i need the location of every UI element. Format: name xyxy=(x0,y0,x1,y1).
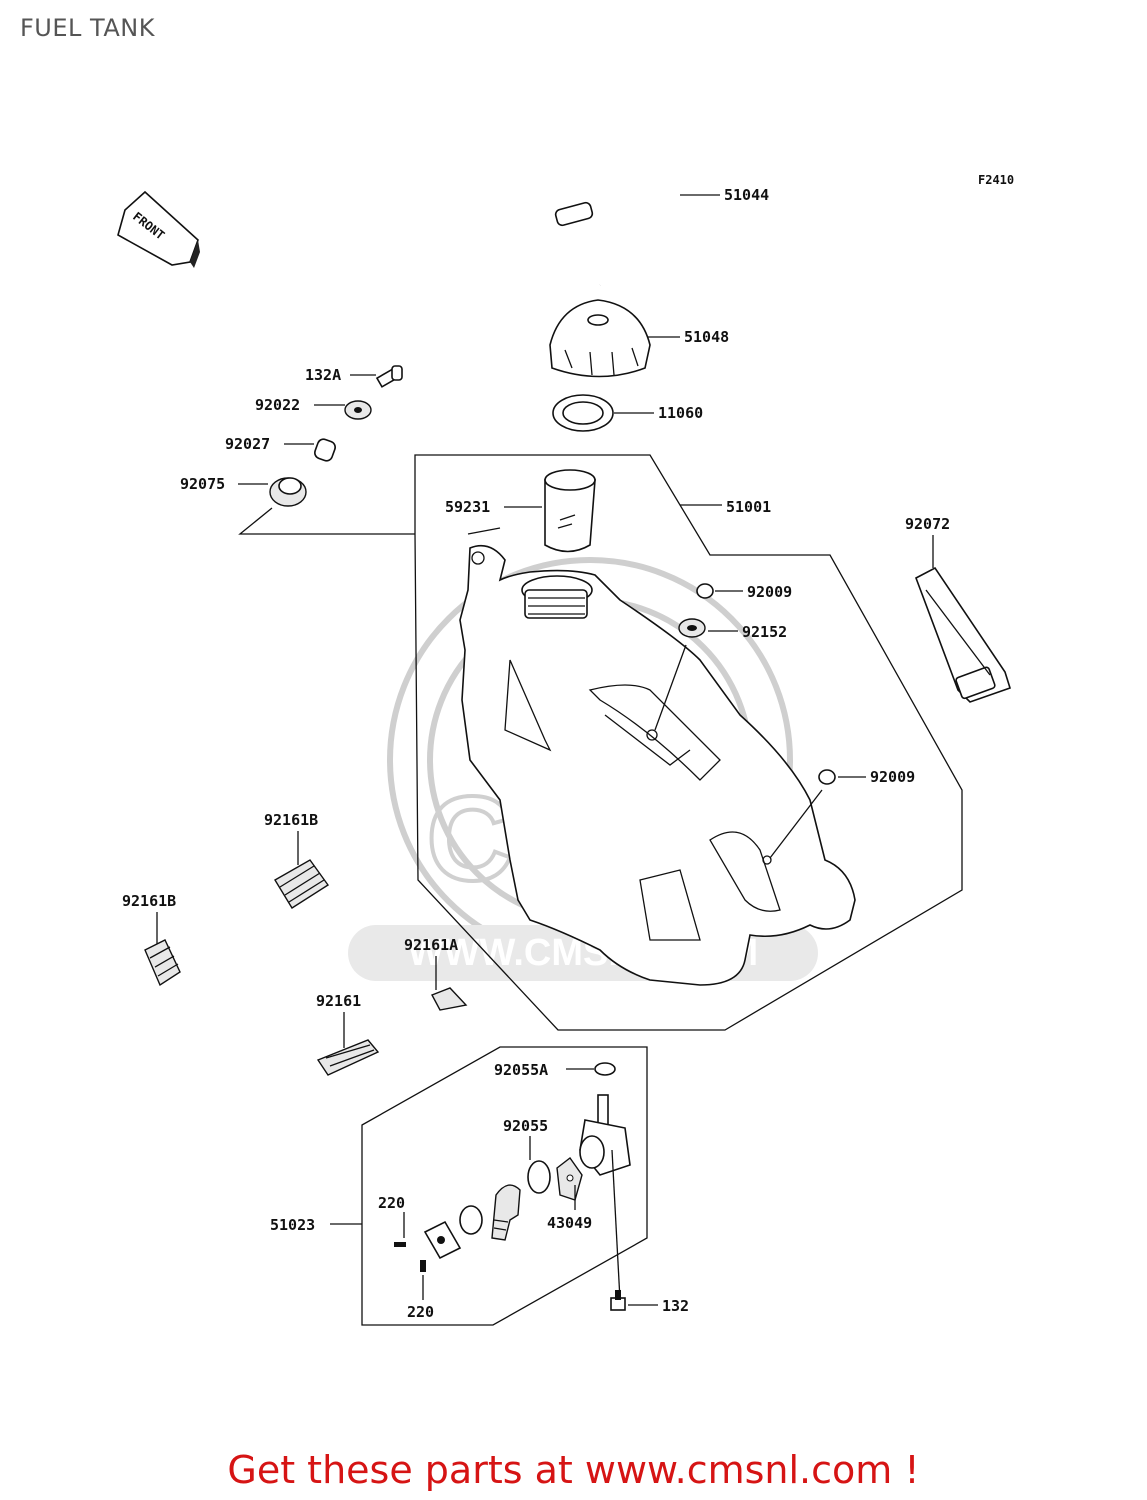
gasket-43049 xyxy=(556,1157,583,1201)
fuel-cap xyxy=(549,299,651,378)
grommet-92152 xyxy=(678,618,706,638)
callout-220-lower: 220 xyxy=(407,1303,434,1321)
callout-43049: 43049 xyxy=(547,1214,592,1232)
callout-92027: 92027 xyxy=(225,435,270,453)
oring-92055a xyxy=(594,1062,616,1076)
callout-92072: 92072 xyxy=(905,515,950,533)
callout-51001: 51001 xyxy=(726,498,771,516)
callout-220-upper: 220 xyxy=(378,1194,405,1212)
damper-92009-lower xyxy=(818,769,836,785)
oring-seal xyxy=(459,1205,483,1235)
callout-92022: 92022 xyxy=(255,396,300,414)
front-arrow-icon: FRONT xyxy=(117,190,200,268)
callout-92055: 92055 xyxy=(503,1117,548,1135)
callout-92009-lower: 92009 xyxy=(870,768,915,786)
callout-51048: 51048 xyxy=(684,328,729,346)
callout-92075: 92075 xyxy=(180,475,225,493)
plate xyxy=(423,1220,462,1260)
pad-92161b-a xyxy=(274,859,330,909)
callout-92152: 92152 xyxy=(742,623,787,641)
fuel-cock-body xyxy=(579,1094,631,1176)
fuel-tank-51001 xyxy=(459,544,856,986)
callout-92009-upper: 92009 xyxy=(747,583,792,601)
callout-92055A: 92055A xyxy=(494,1061,548,1079)
screw-220-lower xyxy=(420,1260,426,1272)
callout-92161: 92161 xyxy=(316,992,361,1010)
callout-51023: 51023 xyxy=(270,1216,315,1234)
page-title: FUEL TANK xyxy=(20,14,155,42)
callout-132: 132 xyxy=(662,1297,689,1315)
callout-11060: 11060 xyxy=(658,404,703,422)
bolt-132 xyxy=(610,1290,626,1311)
oring-92055 xyxy=(527,1160,551,1194)
filler-neck-59231 xyxy=(544,469,596,553)
pad-92161 xyxy=(316,1039,380,1076)
washer-92022 xyxy=(344,400,372,420)
grommet-92075 xyxy=(269,477,307,507)
callout-59231: 59231 xyxy=(445,498,490,516)
callout-132A: 132A xyxy=(305,366,341,384)
callout-92161A: 92161A xyxy=(404,936,458,954)
lever xyxy=(491,1184,521,1241)
collar-92027 xyxy=(314,438,336,462)
callout-92161B-b: 92161B xyxy=(122,892,176,910)
pad-92161b-b xyxy=(144,939,181,987)
bolt-132a xyxy=(375,365,403,388)
callout-51044: 51044 xyxy=(724,186,769,204)
damper-92009-upper xyxy=(696,583,714,599)
gasket-11060 xyxy=(552,394,614,432)
promo-link[interactable]: Get these parts at www.cmsnl.com ! xyxy=(227,1448,920,1492)
screw-220-upper xyxy=(394,1242,406,1247)
figure-code: F2410 xyxy=(978,173,1014,187)
breather-hose xyxy=(554,182,685,286)
pad-92161a xyxy=(431,987,468,1011)
callout-92161B-a: 92161B xyxy=(264,811,318,829)
strap-92072 xyxy=(915,566,1011,703)
